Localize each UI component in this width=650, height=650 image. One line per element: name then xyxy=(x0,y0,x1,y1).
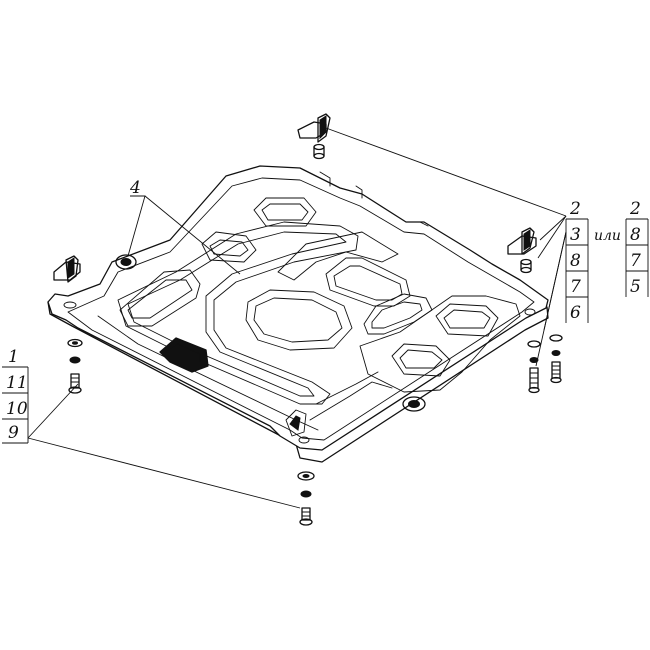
washer-left-small xyxy=(69,356,81,364)
alternative-word: или xyxy=(594,228,621,244)
callout-stack-right-b: 2 8 7 5 xyxy=(625,199,649,297)
callout-label: 1 xyxy=(8,347,19,367)
bracket-right xyxy=(507,227,537,255)
leader-lines xyxy=(27,127,567,509)
spacer-nut-top xyxy=(313,143,325,160)
bracket-top xyxy=(297,113,331,143)
washer-right-a xyxy=(527,340,541,363)
spacer-nut-right xyxy=(520,258,532,274)
mount-hole xyxy=(298,436,310,444)
callout-label: 2 xyxy=(629,199,641,219)
skid-plate xyxy=(47,165,549,463)
mount-hole xyxy=(402,396,426,412)
bolt-right-b xyxy=(550,361,562,384)
callout-label: 8 xyxy=(630,225,641,245)
callout-label: 11 xyxy=(6,373,28,393)
callout-label: 7 xyxy=(630,251,641,271)
callout-label: 3 xyxy=(570,225,581,245)
callout-label: 8 xyxy=(570,251,581,271)
washer-bottom-small xyxy=(300,490,312,498)
callout-label: 2 xyxy=(569,199,581,219)
callout-label: 5 xyxy=(630,277,641,297)
callout-label: 9 xyxy=(8,423,19,443)
bolt-bottom xyxy=(299,507,313,526)
mount-hole xyxy=(63,301,77,309)
callout-label: 6 xyxy=(570,303,581,323)
bolt-right-a xyxy=(528,367,540,394)
callout-stack-right-a: 2 3 8 7 6 xyxy=(565,199,589,323)
washer-bottom xyxy=(297,471,315,481)
mount-hole xyxy=(115,254,137,270)
callout-shield: 4 xyxy=(129,178,141,198)
washer-right-b xyxy=(549,334,563,356)
bolt-left xyxy=(68,373,82,394)
callout-label: 7 xyxy=(570,277,581,297)
bracket-left xyxy=(53,255,81,283)
mount-hole xyxy=(524,308,536,316)
callout-label: 10 xyxy=(6,399,28,419)
callout-stack-left: 1 11 10 9 xyxy=(2,347,29,444)
washer-left xyxy=(67,338,83,348)
